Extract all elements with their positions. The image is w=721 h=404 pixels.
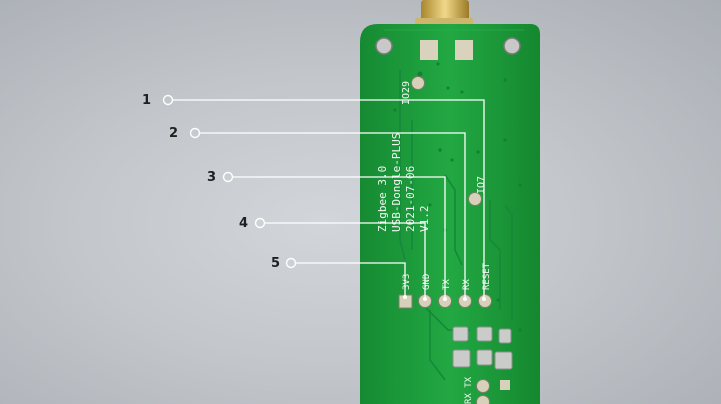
silk-line-4: V1.2 [418, 206, 431, 233]
callout-marker-3 [222, 171, 234, 183]
callout-marker-1 [162, 94, 174, 106]
callout-number-4: 4 [239, 216, 249, 231]
callout-line-1 [173, 99, 485, 299]
silk-line-1: Zigbee 3.0 [376, 166, 389, 232]
callout-lines [173, 99, 485, 299]
silk-io29: IO29 [401, 81, 412, 105]
mounting-hole [503, 37, 521, 55]
silk-pin-3v3: 3V3 [402, 274, 412, 290]
callout-marker-2 [189, 127, 201, 139]
pin-pad-reset [478, 294, 492, 308]
callout-line-5 [296, 262, 406, 297]
silk-pin-gnd: GND [422, 274, 432, 290]
callout-number-1: 1 [142, 93, 152, 108]
callout-number-2: 2 [169, 126, 179, 141]
smd-pads [452, 326, 513, 370]
callout-line-2 [200, 132, 466, 299]
silk-rxtx: RX TX [464, 376, 474, 404]
silk-pin-rx: RX [462, 279, 472, 290]
silk-line-3: 2021-07-06 [404, 166, 417, 232]
callout-endpoints [403, 295, 486, 301]
test-pad-io7 [468, 192, 482, 206]
silk-line-2: USB-Dongle-PLUS [390, 133, 403, 232]
silk-io7: IO7 [476, 176, 487, 194]
callout-number-3: 3 [207, 170, 217, 185]
mounting-hole [375, 37, 393, 55]
silk-pin-tx: TX [442, 279, 452, 290]
callout-line-3 [233, 176, 446, 299]
silkscreen: IO29 IO7 Zigbee 3.0 USB-Dongle-PLUS 2021… [376, 81, 492, 404]
callout-marker-5 [285, 257, 297, 269]
callout-number-5: 5 [271, 256, 281, 271]
test-pad-io29 [411, 76, 425, 90]
callout-markers [162, 94, 297, 269]
callout-marker-4 [254, 217, 266, 229]
silk-pin-reset: RESET [482, 262, 492, 290]
callout-line-4 [265, 222, 426, 299]
